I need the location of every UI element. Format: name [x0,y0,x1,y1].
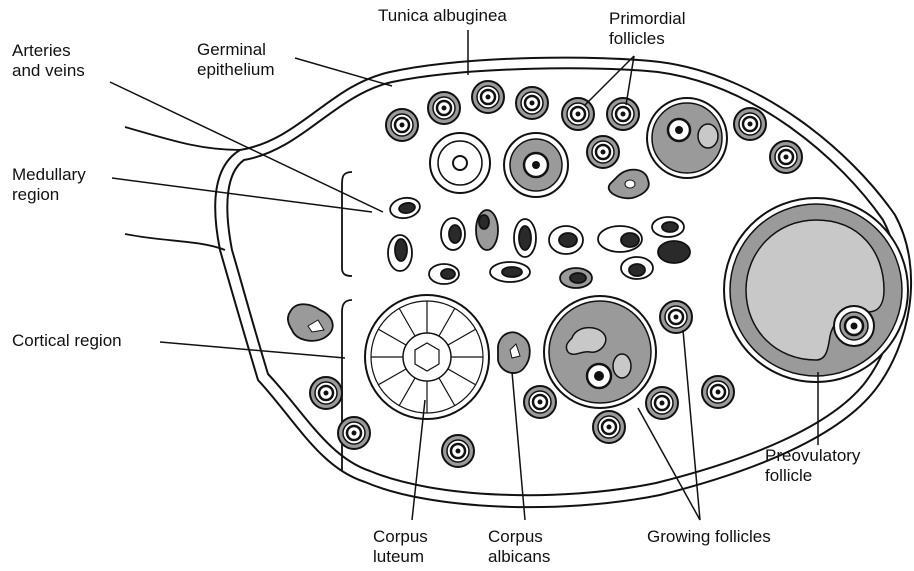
label-preovulatory-follicle: Preovulatory follicle [765,446,860,486]
corpus-luteum [365,295,489,419]
label-cortical-region: Cortical region [12,331,122,351]
corpus-albicans-left [288,304,333,341]
vein-vessel [125,234,225,250]
preovulatory-follicle [724,198,908,382]
label-germinal-epithelium: Germinal epithelium [197,40,275,80]
growing-follicle-multilaminar [504,133,568,197]
medullary-bracket [342,172,352,276]
medullary-vessels [388,196,690,288]
label-primordial-follicles: Primordial follicles [609,9,686,49]
growing-follicle-clear [430,133,490,193]
label-corpus-luteum: Corpus luteum [373,527,428,567]
label-arteries-and-veins: Arteries and veins [12,41,85,81]
growing-follicle-antral-small [647,98,727,178]
artery-vessel [125,127,240,150]
label-corpus-albicans: Corpus albicans [488,527,550,567]
label-growing-follicles: Growing follicles [647,527,771,547]
label-tunica-albuginea: Tunica albuginea [378,6,507,26]
label-medullary-region: Medullary region [12,165,86,205]
growing-follicle-antral-large [544,296,656,408]
